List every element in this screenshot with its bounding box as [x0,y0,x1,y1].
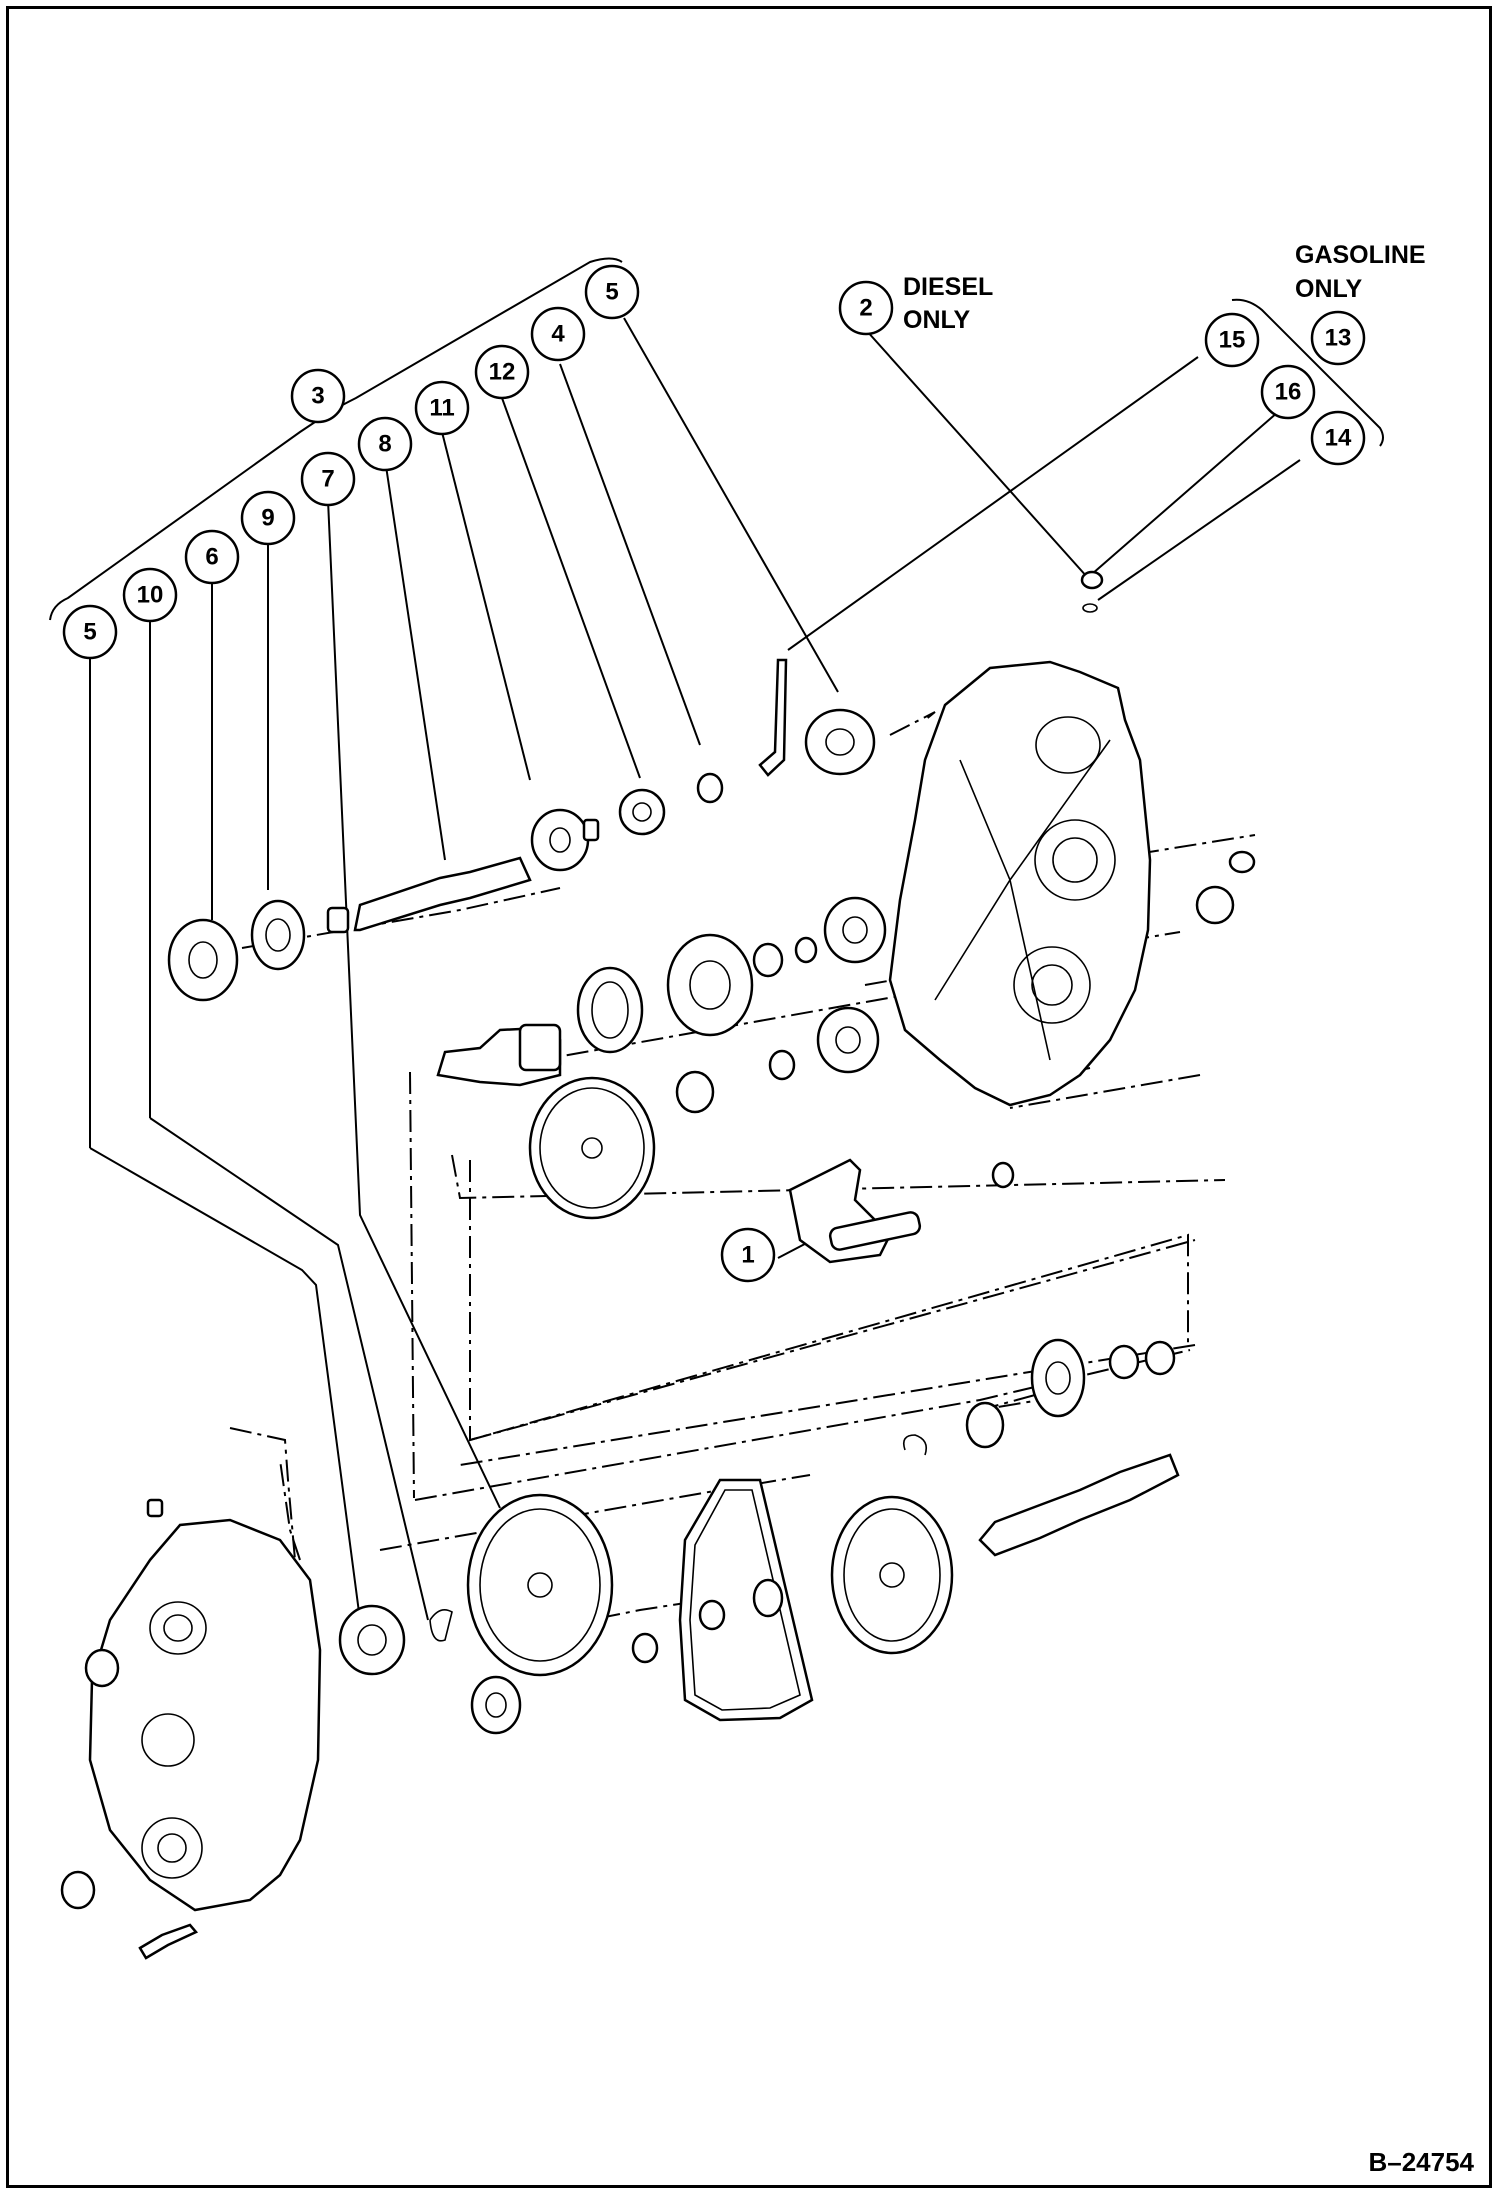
callout-5-left: 5 [62,604,118,660]
svg-text:3: 3 [311,383,324,410]
transmission-cover-right [888,660,1256,1189]
callout-14: 14 [1310,410,1366,466]
callout-7: 7 [300,451,356,507]
svg-text:9: 9 [261,505,274,532]
svg-text:5: 5 [605,279,618,306]
callout-13: 13 [1310,310,1366,366]
transmission-case-left [60,1498,322,1960]
svg-text:14: 14 [1325,425,1352,452]
svg-text:8: 8 [378,431,391,458]
svg-text:15: 15 [1219,327,1246,354]
lower-shaft-assembly [338,1338,1180,1735]
callout-10: 10 [122,567,178,623]
svg-text:1: 1 [741,1242,754,1269]
group-bracket-3 [49,257,623,621]
callout-1: 1 [720,1227,776,1283]
callout-9: 9 [240,490,296,546]
middle-shaft-assembly [436,896,887,1220]
gasoline-bracket [1231,298,1384,447]
gasoline-note-line2: ONLY [1295,275,1362,303]
callout-2: 2 [838,280,894,336]
callout-6: 6 [184,529,240,585]
svg-text:10: 10 [137,582,164,609]
callout-16: 16 [1260,364,1316,420]
svg-text:13: 13 [1325,325,1352,352]
shift-fork [788,1158,922,1264]
svg-text:4: 4 [551,321,565,348]
gasoline-note-line1: GASOLINE [1295,241,1426,269]
top-small-parts [1080,570,1104,613]
diesel-note-line1: DIESEL [903,273,993,301]
svg-text:2: 2 [859,295,872,322]
callout-3: 3 [290,368,346,424]
svg-text:7: 7 [321,466,334,493]
svg-text:5: 5 [83,619,96,646]
callout-4: 4 [530,306,586,362]
drawing-border [6,6,1492,2188]
figure-id: B–24754 [1368,2147,1474,2177]
callout-11: 11 [414,380,470,436]
callout-5-top: 5 [584,264,640,320]
diesel-note-line2: ONLY [903,306,970,334]
leader-lines [89,317,1301,1621]
svg-text:6: 6 [205,544,218,571]
callout-15: 15 [1204,312,1260,368]
upper-shaft-assembly [167,658,876,1002]
callout-12: 12 [474,344,530,400]
svg-text:12: 12 [489,359,516,386]
svg-text:16: 16 [1275,379,1302,406]
callout-8: 8 [357,416,413,472]
svg-text:11: 11 [429,395,454,422]
